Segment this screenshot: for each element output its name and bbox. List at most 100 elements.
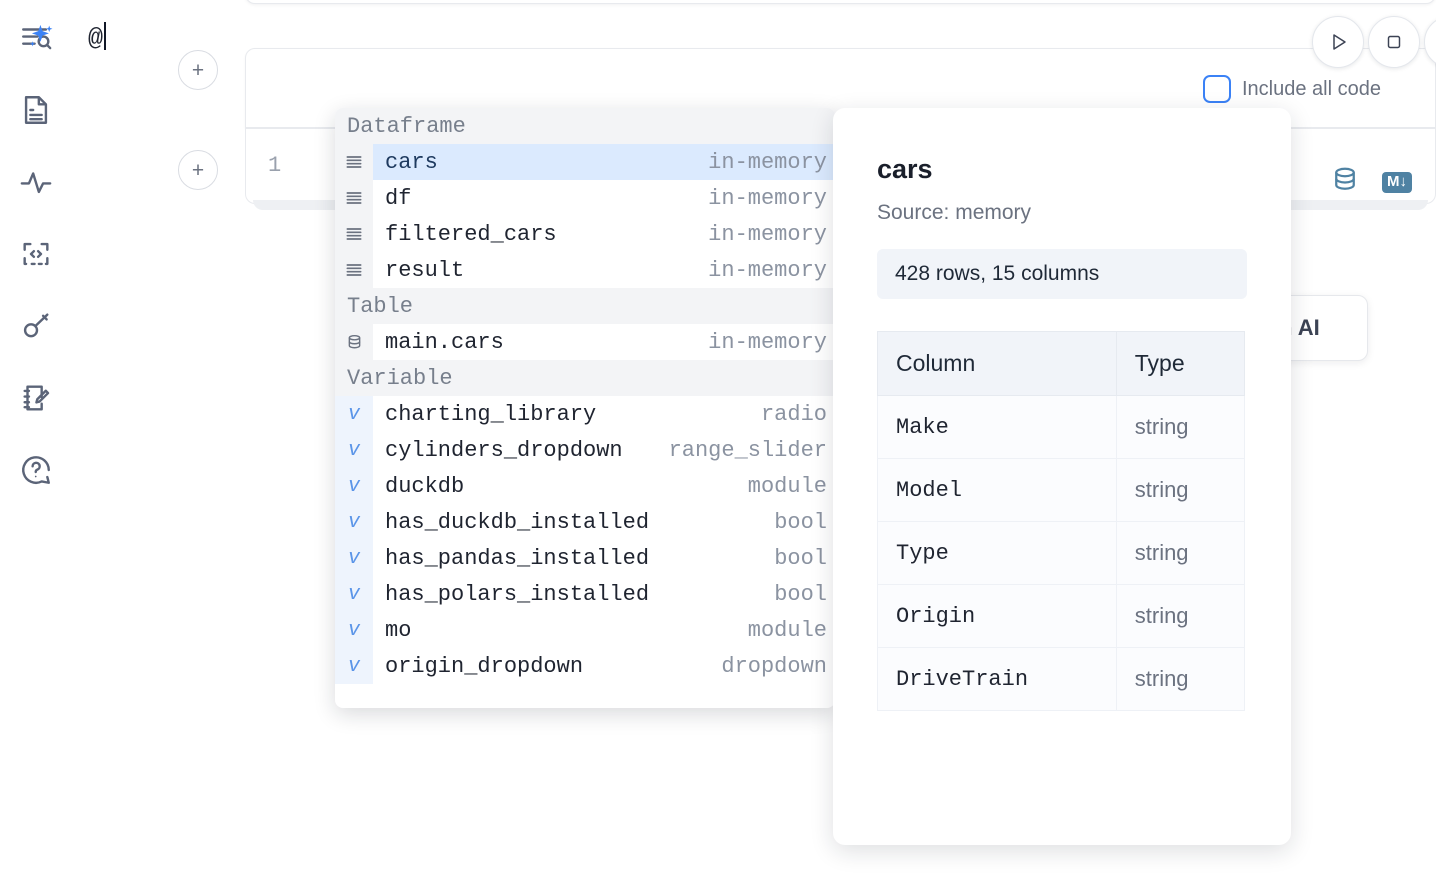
autocomplete-item-body: filtered_cars in-memory xyxy=(373,216,835,252)
previous-cell-boundary xyxy=(245,0,1436,4)
autocomplete-group-header: Table xyxy=(335,288,835,324)
autocomplete-item-type: module xyxy=(747,617,827,643)
sidebar xyxy=(0,0,72,874)
autocomplete-item[interactable]: v origin_dropdown dropdown xyxy=(335,648,835,684)
autocomplete-item-body: origin_dropdown dropdown xyxy=(373,648,835,684)
preview-column-type: string xyxy=(1115,395,1246,459)
preview-type-header: Type xyxy=(1115,331,1246,396)
preview-column-header: Column xyxy=(877,331,1117,396)
scratchpad-icon[interactable] xyxy=(14,376,58,420)
add-cell-button-bottom[interactable]: + xyxy=(178,150,218,190)
preview-column-name: Origin xyxy=(877,584,1117,648)
autocomplete-item-name: has_pandas_installed xyxy=(385,545,650,571)
autocomplete-item[interactable]: v cylinders_dropdown range_slider xyxy=(335,432,835,468)
autocomplete-item-name: has_duckdb_installed xyxy=(385,509,650,535)
variable-icon: v xyxy=(335,540,373,576)
preview-column-name: DriveTrain xyxy=(877,647,1117,711)
stop-button[interactable] xyxy=(1368,16,1420,68)
autocomplete-item[interactable]: filtered_cars in-memory xyxy=(335,216,835,252)
autocomplete-item-type: dropdown xyxy=(721,653,827,679)
dataframe-icon xyxy=(335,144,373,180)
dataframe-icon xyxy=(335,216,373,252)
autocomplete-item-type: in-memory xyxy=(708,257,827,283)
autocomplete-item-type: bool xyxy=(774,581,827,607)
autocomplete-item[interactable]: main.cars in-memory xyxy=(335,324,835,360)
variable-icon: v xyxy=(335,612,373,648)
key-icon[interactable] xyxy=(14,304,58,348)
autocomplete-item-type: range_slider xyxy=(668,437,827,463)
autocomplete-item-name: cars xyxy=(385,149,438,175)
autocomplete-item-type: in-memory xyxy=(708,329,827,355)
dataframe-preview-panel: cars Source: memory 428 rows, 15 columns… xyxy=(833,108,1291,845)
autocomplete-item-body: cylinders_dropdown range_slider xyxy=(373,432,835,468)
autocomplete-group-header: Variable xyxy=(335,360,835,396)
autocomplete-item-name: filtered_cars xyxy=(385,221,557,247)
autocomplete-item-name: df xyxy=(385,185,412,211)
autocomplete-item-type: in-memory xyxy=(708,149,827,175)
preview-source: Source: memory xyxy=(877,201,1032,224)
ai-prompt-input[interactable]: @ xyxy=(88,22,107,53)
markdown-icon[interactable]: M↓ xyxy=(1382,172,1412,193)
run-button[interactable] xyxy=(1312,16,1364,68)
dataframe-icon xyxy=(335,180,373,216)
variable-icon: v xyxy=(335,576,373,612)
outline-search-icon[interactable] xyxy=(14,16,58,60)
line-number: 1 xyxy=(268,153,282,178)
activity-icon[interactable] xyxy=(14,160,58,204)
code-snippet-icon[interactable] xyxy=(14,232,58,276)
ai-prompt-value: @ xyxy=(88,24,104,53)
autocomplete-item-name: main.cars xyxy=(385,329,504,355)
autocomplete-item-type: in-memory xyxy=(708,185,827,211)
preview-shape-badge: 428 rows, 15 columns xyxy=(877,249,1247,299)
include-all-code-checkbox[interactable] xyxy=(1203,75,1231,103)
autocomplete-group-header: Dataframe xyxy=(335,108,835,144)
database-icon[interactable] xyxy=(1330,165,1360,200)
autocomplete-item[interactable]: cars in-memory xyxy=(335,144,835,180)
variable-icon: v xyxy=(335,648,373,684)
preview-column-type: string xyxy=(1115,458,1246,522)
variable-icon: v xyxy=(335,396,373,432)
autocomplete-item-body: cars in-memory xyxy=(373,144,835,180)
include-all-code-row[interactable]: Include all code xyxy=(1203,75,1381,103)
autocomplete-item-type: in-memory xyxy=(708,221,827,247)
autocomplete-item-type: module xyxy=(747,473,827,499)
cell-action-icons: M↓ xyxy=(1330,165,1412,200)
variable-icon: v xyxy=(335,504,373,540)
autocomplete-item-name: cylinders_dropdown xyxy=(385,437,623,463)
autocomplete-item-type: radio xyxy=(760,401,827,427)
preview-column-type: string xyxy=(1115,584,1246,648)
autocomplete-item-name: origin_dropdown xyxy=(385,653,584,679)
table-database-icon xyxy=(335,324,373,360)
autocomplete-item-name: mo xyxy=(385,617,412,643)
autocomplete-item-body: mo module xyxy=(373,612,835,648)
include-all-code-label: Include all code xyxy=(1242,77,1381,100)
sparkle-ai-icon xyxy=(22,22,56,56)
variable-icon: v xyxy=(335,432,373,468)
help-icon[interactable] xyxy=(14,448,58,492)
preview-table-header-row: Column Type xyxy=(877,331,1246,396)
preview-column-type: string xyxy=(1115,521,1246,585)
preview-column-type: string xyxy=(1115,647,1246,711)
autocomplete-item-body: df in-memory xyxy=(373,180,835,216)
preview-column-name: Make xyxy=(877,395,1117,459)
autocomplete-item[interactable]: df in-memory xyxy=(335,180,835,216)
add-cell-button-top[interactable]: + xyxy=(178,50,218,90)
document-icon[interactable] xyxy=(14,88,58,132)
